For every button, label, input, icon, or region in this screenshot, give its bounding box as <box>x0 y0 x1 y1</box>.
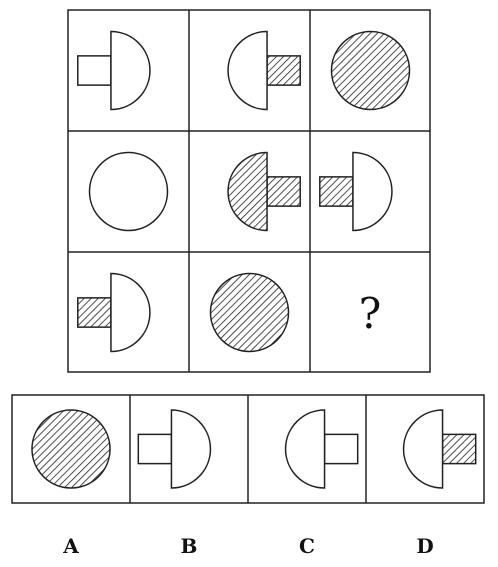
circle-shape <box>330 30 411 111</box>
option-label-a[interactable]: A <box>62 534 79 558</box>
half-circle-shape <box>352 151 393 232</box>
half-circle-shape <box>284 409 326 489</box>
stem-square <box>137 433 173 465</box>
half-circle-shape <box>110 30 151 111</box>
stem-square <box>266 176 301 207</box>
circle-shape <box>31 409 111 489</box>
stem-square <box>266 55 301 86</box>
question-mark: ? <box>359 289 382 338</box>
option-figure-a <box>31 409 111 489</box>
half-circle-shape <box>170 409 212 489</box>
matrix-cell-2-2 <box>227 151 301 232</box>
matrix-cell-2-3 <box>319 151 393 232</box>
matrix-grid <box>67 9 431 373</box>
matrix-cell-2-1 <box>88 151 169 232</box>
stem-square <box>77 55 112 86</box>
half-circle-shape <box>227 30 268 111</box>
option-label-c[interactable]: C <box>299 534 315 558</box>
stem-square <box>77 297 112 328</box>
circle-shape <box>88 151 169 232</box>
half-circle-shape <box>110 272 151 353</box>
matrix-cell-1-3 <box>330 30 411 111</box>
half-circle-shape <box>227 151 268 232</box>
circle-shape <box>209 272 290 353</box>
stem-square <box>323 433 359 465</box>
matrix-cell-3-1 <box>77 272 151 353</box>
option-figure-b <box>137 409 212 489</box>
stem-square <box>441 433 477 465</box>
matrix-cell-1-1 <box>77 30 151 111</box>
matrix-cell-1-2 <box>227 30 301 111</box>
stem-square <box>319 176 354 207</box>
option-figure-c <box>284 409 359 489</box>
option-label-b[interactable]: B <box>181 534 198 558</box>
option-figure-d <box>402 409 477 489</box>
option-label-d[interactable]: D <box>416 534 433 558</box>
options-row <box>11 394 485 504</box>
matrix-cell-3-2 <box>209 272 290 353</box>
half-circle-shape <box>402 409 444 489</box>
